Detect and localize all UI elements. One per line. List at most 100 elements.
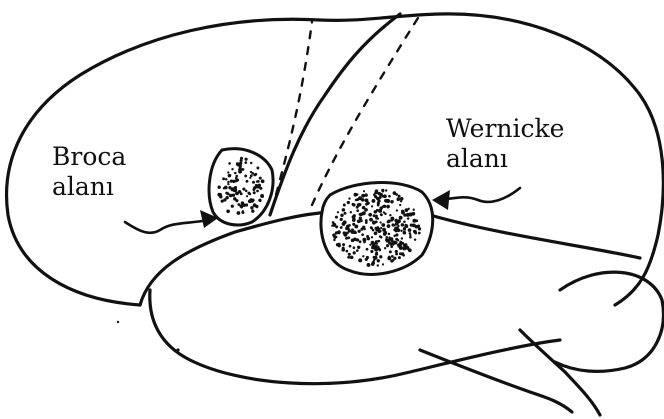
stipple-dot bbox=[408, 212, 413, 217]
stipple-dot bbox=[352, 251, 356, 255]
stipple-dot bbox=[254, 172, 258, 176]
arrow-left-icon bbox=[432, 190, 450, 210]
stipple-dot bbox=[349, 211, 352, 214]
stipple-dot bbox=[257, 186, 261, 189]
stipple-dot bbox=[352, 222, 356, 226]
stipple-dot bbox=[240, 201, 245, 206]
stipple-dot bbox=[383, 230, 388, 235]
stipple-dot bbox=[396, 197, 401, 202]
stipple-dot bbox=[403, 227, 406, 230]
stipple-dot bbox=[347, 236, 351, 240]
stipple-dot bbox=[373, 195, 378, 199]
stipple-dot bbox=[381, 190, 385, 193]
stipple-dot bbox=[402, 230, 407, 235]
stipple-dot bbox=[391, 223, 395, 227]
stipple-dot bbox=[372, 220, 376, 224]
stipple-dot bbox=[331, 224, 334, 227]
stipple-dot bbox=[239, 204, 243, 208]
stipple-dot bbox=[340, 213, 344, 218]
stipple-dot bbox=[364, 207, 368, 212]
stipple-dot bbox=[249, 170, 253, 174]
stipple-dot bbox=[224, 178, 228, 181]
stipple-dot bbox=[225, 195, 229, 200]
stipple-dot bbox=[381, 263, 385, 266]
stipple-dot bbox=[401, 210, 405, 215]
stipple-dot bbox=[343, 211, 347, 215]
stipple-dot bbox=[256, 189, 259, 193]
speck bbox=[176, 348, 180, 352]
stipple-dot bbox=[362, 190, 366, 193]
stipple-dot bbox=[345, 249, 349, 253]
stipple-dot bbox=[238, 163, 242, 167]
stipple-dot bbox=[341, 246, 345, 250]
stipple-dot bbox=[252, 191, 256, 195]
stipple-dot bbox=[252, 180, 255, 184]
stipple-dot bbox=[370, 236, 374, 239]
stipple-dot bbox=[232, 179, 236, 184]
stipple-dot bbox=[393, 256, 397, 260]
stipple-dot bbox=[258, 184, 261, 187]
stipple-dot bbox=[407, 207, 410, 210]
stipple-dot bbox=[244, 157, 248, 161]
wernicke-arrow-shaft bbox=[438, 186, 522, 204]
wernicke-label: Wernicke alanı bbox=[446, 114, 564, 174]
stipple-dot bbox=[235, 174, 239, 178]
stipple-dot bbox=[385, 189, 388, 192]
stipple-dot bbox=[336, 211, 340, 214]
stipple-dot bbox=[358, 240, 362, 244]
stipple-dot bbox=[376, 245, 380, 249]
stipple-dot bbox=[345, 236, 348, 240]
stipple-dot bbox=[389, 213, 392, 217]
stipple-dot bbox=[247, 199, 252, 204]
stipple-dot bbox=[399, 203, 402, 207]
stipple-dot bbox=[386, 204, 390, 209]
stipple-dot bbox=[404, 243, 408, 246]
stipple-dot bbox=[355, 193, 359, 196]
stipple-dot bbox=[361, 211, 366, 216]
stipple-dot bbox=[351, 228, 354, 231]
stipple-dot bbox=[369, 243, 372, 246]
stipple-dot bbox=[392, 191, 397, 195]
stipple-dot bbox=[397, 224, 400, 228]
stipple-dot bbox=[383, 194, 387, 199]
stipple-dot bbox=[406, 217, 410, 220]
stipple-dot bbox=[241, 167, 245, 171]
stipple-dot bbox=[382, 227, 387, 232]
stipple-dot bbox=[361, 193, 365, 198]
stipple-dot bbox=[356, 249, 359, 252]
stipple-dot bbox=[402, 253, 406, 257]
stipple-dot bbox=[397, 219, 401, 224]
central-sulcus bbox=[268, 12, 402, 217]
stipple-dot bbox=[361, 205, 366, 210]
stipple-dot bbox=[363, 227, 366, 231]
stipple-dot bbox=[227, 182, 230, 186]
stipple-dot bbox=[250, 206, 254, 210]
stipple-dot bbox=[385, 244, 390, 248]
stipple-dot bbox=[234, 176, 238, 180]
stipple-dot bbox=[260, 179, 265, 184]
wernicke-label-line1: Wernicke bbox=[446, 114, 565, 143]
wernicke-stipple bbox=[331, 188, 422, 267]
stipple-dot bbox=[372, 255, 376, 259]
temporal-lobe-upper bbox=[428, 213, 642, 260]
stipple-dot bbox=[390, 255, 394, 258]
stipple-dot bbox=[394, 241, 398, 245]
stipple-dot bbox=[403, 220, 406, 223]
stipple-dot bbox=[251, 171, 255, 175]
wernicke-label-line2: alanı bbox=[446, 144, 508, 173]
stipple-dot bbox=[233, 188, 238, 192]
stipple-dot bbox=[368, 212, 373, 217]
stipple-dot bbox=[374, 189, 379, 193]
stipple-dot bbox=[417, 231, 421, 235]
stipple-dot bbox=[373, 210, 378, 214]
stipple-dot bbox=[260, 194, 265, 198]
stipple-dot bbox=[357, 245, 361, 249]
stipple-dot bbox=[231, 168, 234, 171]
stipple-dot bbox=[390, 245, 394, 249]
stipple-dot bbox=[381, 223, 386, 227]
stipple-dot bbox=[364, 193, 368, 197]
stipple-dot bbox=[400, 237, 404, 240]
stipple-dot bbox=[371, 245, 375, 250]
stipple-dot bbox=[235, 199, 239, 203]
stipple-dot bbox=[399, 197, 404, 201]
